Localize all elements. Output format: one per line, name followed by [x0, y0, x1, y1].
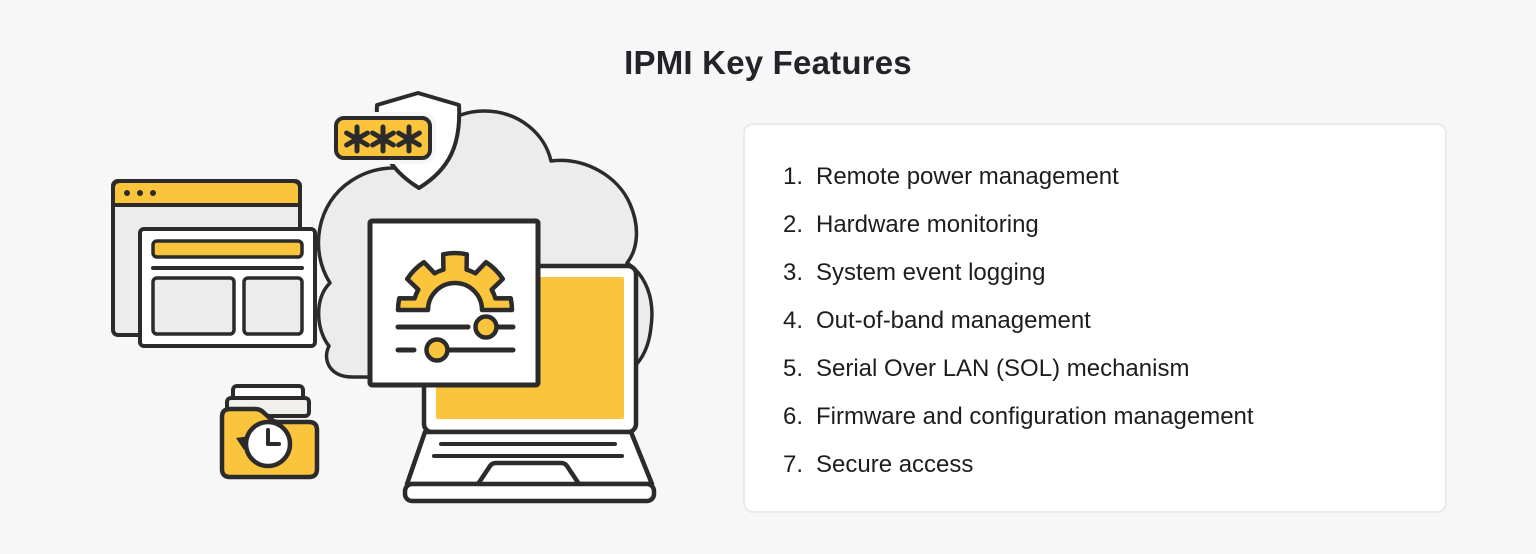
list-item: 3. System event logging	[783, 249, 1415, 297]
list-item: 4. Out-of-band management	[783, 297, 1415, 345]
asterisks	[344, 124, 422, 154]
list-item-label: Serial Over LAN (SOL) mechanism	[816, 355, 1190, 382]
laptop-base	[402, 481, 657, 504]
browser-window-front-icon	[138, 227, 317, 348]
list-item-number: 7.	[783, 451, 804, 478]
list-item-label: System event logging	[816, 259, 1046, 286]
slider-knob	[473, 314, 499, 340]
list-item-label: Firmware and configuration management	[816, 403, 1254, 430]
list-item: 7. Secure access	[783, 441, 1415, 489]
list-item-label: Secure access	[816, 451, 974, 478]
laptop-trackpad-notch	[475, 460, 582, 487]
clock-history-icon	[236, 419, 293, 469]
list-item-label: Remote power management	[816, 163, 1119, 190]
sliders-icon	[395, 314, 516, 363]
list-item-number: 5.	[783, 355, 804, 382]
list-item-number: 2.	[783, 211, 804, 238]
window-dots-icon	[124, 190, 156, 196]
password-field-icon	[330, 112, 436, 164]
gear-icon	[395, 250, 515, 313]
list-item-number: 1.	[783, 163, 804, 190]
slider-knob	[424, 337, 450, 363]
list-item: 6. Firmware and configuration management	[783, 393, 1415, 441]
content-block-icon	[242, 276, 304, 336]
search-bar-icon	[151, 239, 304, 259]
settings-panel-icon	[367, 218, 541, 388]
backup-folder-icon	[219, 384, 320, 480]
list-item: 5. Serial Over LAN (SOL) mechanism	[783, 345, 1415, 393]
list-item: 2. Hardware monitoring	[783, 201, 1415, 249]
list-item-label: Hardware monitoring	[816, 211, 1039, 238]
ipmi-illustration	[111, 91, 657, 504]
list-item-label: Out-of-band management	[816, 307, 1091, 334]
content-block-icon	[151, 276, 236, 336]
list-item: 1. Remote power management	[783, 153, 1415, 201]
features-list: 1. Remote power management 2. Hardware m…	[783, 153, 1415, 489]
list-item-number: 4.	[783, 307, 804, 334]
arrow-head	[236, 436, 250, 450]
features-card: 1. Remote power management 2. Hardware m…	[743, 123, 1447, 513]
page-title: IPMI Key Features	[624, 44, 912, 81]
list-item-number: 6.	[783, 403, 804, 430]
list-item-number: 3.	[783, 259, 804, 286]
